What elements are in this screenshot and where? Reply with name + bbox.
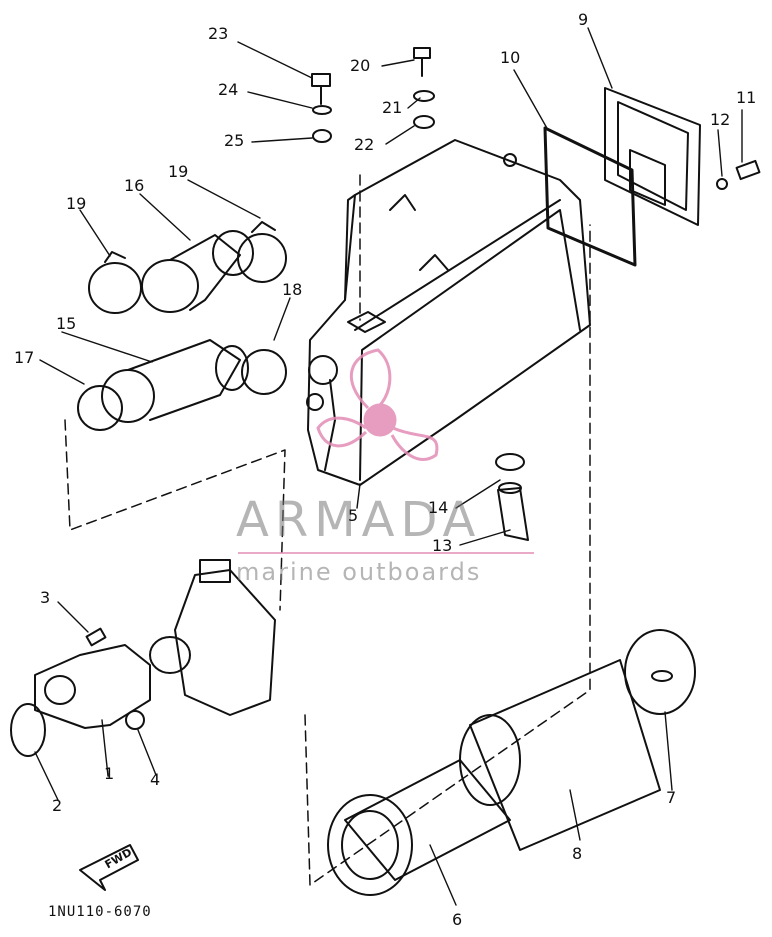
clamp-19-left — [88, 251, 142, 314]
part-label-23: 23 — [208, 24, 229, 43]
grommet-22 — [413, 115, 435, 129]
fwd-arrow — [79, 844, 139, 891]
joint-16 — [141, 230, 254, 313]
part-label-17: 17 — [14, 348, 35, 367]
part-label-3: 3 — [40, 588, 51, 607]
part-label-18: 18 — [282, 280, 303, 299]
part-label-14: 14 — [428, 498, 449, 517]
part-label-13: 13 — [432, 536, 453, 555]
air-box-cover — [604, 87, 701, 226]
clamp-17 — [77, 385, 123, 431]
bolt-20 — [413, 47, 431, 77]
drain-hose — [497, 482, 529, 541]
part-label-10: 10 — [500, 48, 521, 67]
part-label-22: 22 — [354, 135, 375, 154]
part-label-5: 5 — [348, 506, 359, 525]
part-label-2: 2 — [52, 796, 63, 815]
screw-11 — [716, 159, 761, 190]
part-label-25: 25 — [224, 131, 245, 150]
clamp-19-right — [237, 221, 287, 283]
part-label-19-right: 19 — [168, 162, 189, 181]
part-label-7: 7 — [666, 788, 677, 807]
washer-24 — [312, 105, 332, 115]
watermark-tagline: marine outboards — [236, 558, 482, 586]
part-label-9: 9 — [578, 10, 589, 29]
gasket-2 — [10, 703, 46, 757]
part-label-21: 21 — [382, 98, 403, 117]
part-label-20: 20 — [350, 56, 371, 75]
clamp-18 — [241, 349, 287, 395]
part-label-8: 8 — [572, 844, 583, 863]
manifold — [34, 644, 151, 729]
watermark-divider — [238, 552, 534, 554]
watermark-logo — [316, 348, 439, 461]
part-label-1: 1 — [104, 764, 115, 783]
element-outer — [459, 659, 661, 851]
part-label-16: 16 — [124, 176, 145, 195]
washer-25 — [312, 129, 332, 143]
part-label-6: 6 — [452, 910, 463, 929]
part-label-19-left: 19 — [66, 194, 87, 213]
part-label-24: 24 — [218, 80, 239, 99]
cover-gasket — [543, 126, 637, 267]
carburetor — [149, 559, 276, 716]
bolt-3 — [85, 627, 107, 647]
part-label-4: 4 — [150, 770, 161, 789]
nut-4 — [125, 710, 145, 730]
bolt-23 — [311, 73, 331, 105]
element-cap — [624, 629, 696, 715]
part-label-11: 11 — [736, 88, 757, 107]
joint-15 — [101, 339, 249, 423]
part-label-15: 15 — [56, 314, 77, 333]
watermark-brand: ARMADA — [236, 492, 482, 548]
washer-21 — [413, 90, 435, 102]
element-inner — [327, 759, 511, 896]
part-label-12: 12 — [710, 110, 731, 129]
diagram-code: 1NU110-6070 — [48, 904, 152, 920]
hose-clamp-14 — [495, 453, 525, 471]
